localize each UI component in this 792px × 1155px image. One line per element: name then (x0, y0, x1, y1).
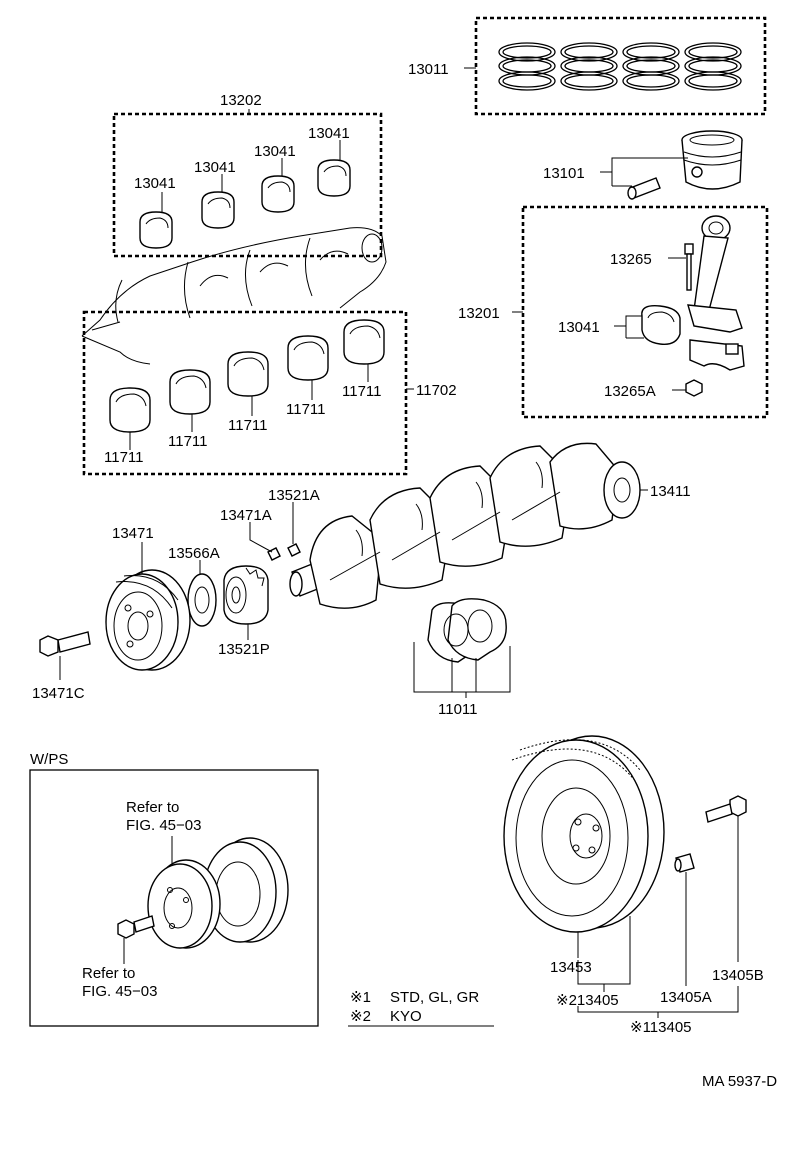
label-13521p[interactable]: 13521P (218, 641, 270, 658)
diagram-code: MA 5937-D (702, 1073, 777, 1090)
label-11702[interactable]: 11702 (416, 382, 457, 399)
piston-rings-group[interactable]: 13011 (408, 16, 767, 116)
ring-set-4-icon (684, 42, 742, 91)
crank-pulley-group[interactable]: 13471 (105, 525, 191, 671)
main-bearing-2-icon (169, 369, 211, 415)
conrod-bearing-icon (641, 305, 681, 345)
flywheel-pin-icon (674, 853, 695, 873)
main-bearing-1-icon (109, 387, 151, 433)
piston-group[interactable]: 13101 (543, 130, 743, 200)
wps-box (29, 769, 319, 1027)
label-13471a[interactable]: 13471A (220, 507, 272, 524)
label-13471[interactable]: 13471 (112, 525, 154, 542)
flywheel-group[interactable]: 13453 ※213405 13405A 13405B ※113405 (503, 735, 764, 1036)
label-s1-13405[interactable]: ※113405 (630, 1019, 692, 1036)
piston-icon (681, 130, 743, 190)
label-13101[interactable]: 13101 (543, 165, 585, 182)
ring-set-3-icon (622, 42, 680, 91)
crankshaft-icon (289, 442, 641, 609)
main-bearing-4-icon (287, 335, 329, 381)
key-b-icon (287, 543, 301, 557)
crank-pulley-icon (105, 569, 191, 671)
label-13405b[interactable]: 13405B (712, 967, 764, 984)
label-11711-e[interactable]: 11711 (342, 383, 382, 400)
label-11711-b[interactable]: 11711 (168, 433, 208, 450)
main-bearing-5-icon (343, 319, 385, 365)
main-bearing-dashed-box (82, 310, 408, 476)
key-13521a-group[interactable]: 13521A (268, 487, 320, 557)
oil-seal-icon (187, 573, 217, 627)
piston-pin-icon (627, 177, 661, 200)
conrod-icon (687, 215, 743, 333)
main-bearing-3-icon (227, 351, 269, 397)
label-13453[interactable]: 13453 (550, 959, 592, 976)
bearing-shell-4-icon (317, 159, 351, 197)
wps-refer-bottom: Refer to (82, 965, 135, 982)
label-11711-c[interactable]: 11711 (228, 417, 268, 434)
ring-set-1-icon (498, 42, 556, 91)
bearing-shell-2-icon (201, 191, 235, 229)
bearing-shell-1-icon (139, 211, 173, 249)
flywheel-bolt-icon (705, 795, 747, 823)
upper-bearing-group[interactable]: 13202 13041 13041 13041 13041 (112, 92, 383, 258)
wps-fig-top[interactable]: FIG. 45−03 (126, 817, 201, 834)
timing-gear-group[interactable]: 13521P (218, 565, 270, 658)
label-13041-c[interactable]: 13041 (254, 143, 296, 160)
crankshaft-group[interactable]: 13411 (289, 442, 691, 609)
label-11011[interactable]: 11011 (438, 701, 478, 718)
wps-title: W/PS (30, 751, 68, 768)
label-13201[interactable]: 13201 (458, 305, 500, 322)
main-bearing-group[interactable]: 11702 11711 11711 11711 11711 (82, 310, 457, 476)
label-13566a[interactable]: 13566A (168, 545, 220, 562)
bearing-shell-3-icon (261, 175, 295, 213)
legend-mark-1: ※1 (350, 989, 371, 1006)
label-11711-d[interactable]: 11711 (286, 401, 326, 418)
label-13202[interactable]: 13202 (220, 92, 262, 109)
label-s2-13405[interactable]: ※213405 (556, 992, 619, 1009)
thrust-washer-group[interactable]: 11011 (413, 598, 511, 718)
conrod-dashed-box (521, 205, 769, 419)
label-13411[interactable]: 13411 (650, 483, 691, 500)
conrod-cap-icon (689, 339, 745, 371)
label-13011[interactable]: 13011 (408, 61, 449, 78)
wps-fig-bottom[interactable]: FIG. 45−03 (82, 983, 157, 1000)
key-a-icon (267, 547, 281, 561)
label-13041-b[interactable]: 13041 (194, 159, 236, 176)
label-11711-a[interactable]: 11711 (104, 449, 144, 466)
conrod-set-group[interactable]: 13201 13265 13041 13265A (458, 205, 769, 419)
wps-refer-top: Refer to (126, 799, 179, 816)
label-13521a[interactable]: 13521A (268, 487, 320, 504)
cylinder-block-outline (81, 227, 387, 365)
pulley-bolt-group[interactable]: 13471C (32, 631, 91, 702)
conrod-nut-icon (685, 379, 703, 397)
legend-text-2: KYO (390, 1008, 422, 1025)
wps-bolt-icon (117, 915, 155, 939)
legend-mark-2: ※2 (350, 1008, 371, 1025)
label-13265a[interactable]: 13265A (604, 383, 656, 400)
key-13471a-group[interactable]: 13471A (220, 507, 281, 561)
label-13041-rod[interactable]: 13041 (558, 319, 600, 336)
thrust-washer-icon (427, 598, 507, 663)
pulley-bolt-icon (39, 631, 91, 657)
label-13471c[interactable]: 13471C (32, 685, 85, 702)
label-13405a[interactable]: 13405A (660, 989, 712, 1006)
label-13041-d[interactable]: 13041 (308, 125, 350, 142)
wps-pulley-icon (147, 837, 289, 949)
label-13265[interactable]: 13265 (610, 251, 652, 268)
oil-seal-group[interactable]: 13566A (168, 545, 220, 627)
legend-group: ※1 STD, GL, GR ※2 KYO (348, 989, 494, 1027)
flywheel-icon (503, 735, 665, 933)
conrod-bolt-icon (684, 243, 694, 291)
legend-text-1: STD, GL, GR (390, 989, 479, 1006)
timing-gear-icon (223, 565, 269, 625)
wps-inset-group[interactable]: W/PS Refer to FIG. 45−03 Refer to FIG. 4… (29, 751, 319, 1027)
ring-set-2-icon (560, 42, 618, 91)
rings-dashed-box (474, 16, 767, 116)
label-13041-a[interactable]: 13041 (134, 175, 176, 192)
